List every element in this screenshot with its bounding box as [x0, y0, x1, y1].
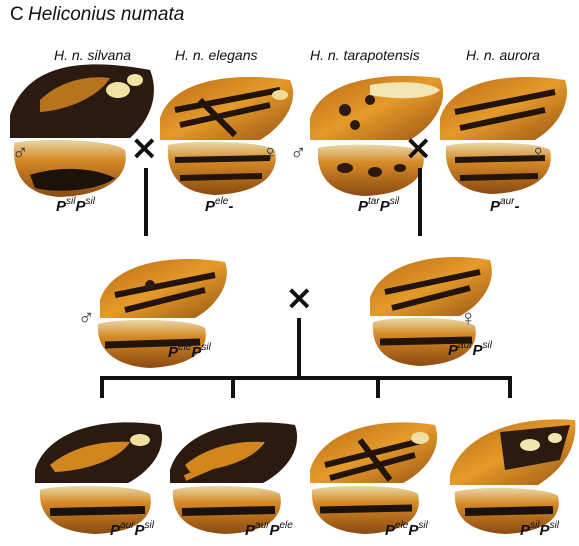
- wing-aurora: [440, 77, 567, 194]
- offspring-drop-2: [231, 376, 235, 398]
- wing-offspring-1: [35, 422, 162, 534]
- offspring-drop-1: [100, 376, 104, 398]
- cross-symbol-center: ×: [285, 278, 314, 318]
- offspring-drop-3: [376, 376, 380, 398]
- offspring-bar: [100, 376, 512, 380]
- genotype-offspring-4: PsilPsil: [520, 520, 559, 539]
- genotype-offspring-2: PaurPele: [245, 520, 293, 539]
- cross-symbol-left: ×: [130, 128, 159, 168]
- wing-offspring-3: [310, 422, 437, 534]
- cross-line-center: [297, 318, 301, 378]
- male-symbol-silvana: ♂: [12, 140, 29, 166]
- male-symbol-f1: ♂: [78, 305, 95, 331]
- genotype-aurora: Paur-: [490, 196, 519, 215]
- cross-line-left: [144, 168, 148, 236]
- genotype-tarapotensis: PtarPsil: [358, 196, 399, 215]
- wing-elegans: [160, 77, 293, 195]
- genotype-elegans: Pele-: [205, 196, 233, 215]
- male-symbol-tarapotensis: ♂: [290, 140, 307, 166]
- genotype-silvana: PsilPsil: [56, 196, 95, 215]
- cross-line-right: [418, 168, 422, 236]
- wing-offspring-4: [450, 419, 575, 534]
- female-symbol-aurora: ♀: [530, 140, 547, 166]
- wing-offspring-2: [170, 422, 297, 534]
- genotype-offspring-3: PelePsil: [385, 520, 428, 539]
- cross-symbol-right: ×: [404, 128, 433, 168]
- genotype-offspring-1: PaurPsil: [110, 520, 154, 539]
- genotype-f1-left: PelePsil: [168, 342, 211, 361]
- offspring-drop-4: [508, 376, 512, 398]
- genotype-f1-right: PaurPsil: [448, 340, 492, 359]
- female-symbol-elegans: ♀: [262, 140, 279, 166]
- female-symbol-f1: ♀: [460, 305, 477, 331]
